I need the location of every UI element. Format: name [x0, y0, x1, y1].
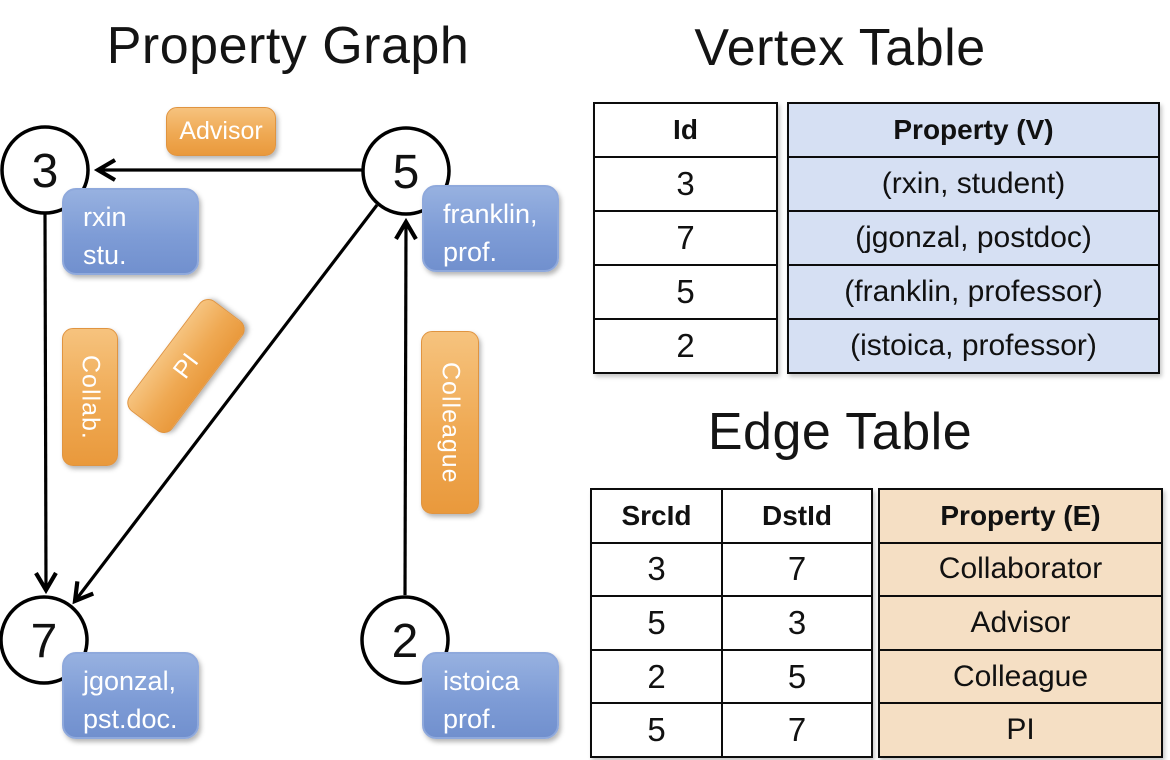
edge-table-dstid-cell: 5 [723, 648, 871, 703]
edge-label-collab: Collab. [62, 328, 118, 466]
vertex-node-5-id: 5 [393, 146, 420, 199]
vertex-table-property-cell: (istoica, professor) [789, 318, 1158, 372]
vertex-table-title: Vertex Table [694, 19, 986, 77]
edge-table-dstid-cell: 3 [723, 595, 871, 649]
vertex-label-line: stu. [83, 240, 127, 270]
edge-table-title: Edge Table [707, 403, 973, 461]
vertex-label-line: rxin [83, 202, 127, 232]
vertex-node-2-id: 2 [392, 615, 419, 668]
vertex-table-property-column: Property (V) (rxin, student) (jgonzal, p… [787, 102, 1160, 374]
edge-label-text: Collab. [76, 354, 105, 440]
edge-table-id-columns: SrcId 3 5 2 5 DstId 7 3 5 7 [590, 488, 873, 758]
edge-table-dstid-cell: 7 [723, 702, 871, 756]
edge-colleague-arrow [394, 217, 418, 596]
edge-table-property-cell: Advisor [880, 595, 1161, 649]
edge-table-srcid-cell: 3 [592, 541, 721, 596]
vertex-table-header-property: Property (V) [893, 114, 1054, 145]
vertex-label-franklin: franklin, prof. [422, 185, 559, 272]
edge-table-srcid-column: SrcId 3 5 2 5 [592, 490, 721, 756]
vertex-table-id-cell: 7 [595, 210, 776, 264]
vertex-label-jgonzal: jgonzal, pst.doc. [62, 652, 199, 739]
vertex-label-line: franklin, [443, 199, 538, 229]
vertex-label-line: prof. [443, 237, 498, 267]
edge-table-header-property: Property (E) [940, 499, 1101, 531]
edge-collaborator-arrow [34, 213, 58, 595]
vertex-label-line: pst.doc. [83, 704, 178, 734]
edge-table-dstid-cell: 7 [723, 541, 871, 596]
edge-table-srcid-cell: 5 [592, 702, 721, 756]
edge-table-srcid-cell: 5 [592, 595, 721, 649]
edge-pi-arrow [72, 204, 379, 605]
vertex-label-rxin: rxin stu. [62, 188, 199, 275]
vertex-label-line: prof. [443, 704, 498, 734]
edge-label-text: PI [167, 347, 204, 384]
vertex-table-property-cell: (franklin, professor) [789, 264, 1158, 318]
vertex-label-line: jgonzal, [83, 666, 177, 696]
vertex-table-property-cell: (rxin, student) [789, 156, 1158, 210]
edge-label-text: Advisor [179, 117, 263, 145]
property-graph-title: Property Graph [106, 17, 470, 75]
vertex-table-id-cell: 3 [595, 156, 776, 210]
vertex-table-id-cell: 5 [595, 264, 776, 318]
vertex-label-line: istoica [443, 666, 520, 696]
edge-table-property-cell: PI [880, 702, 1161, 756]
edge-table-property-column: Property (E) Collaborator Advisor Collea… [878, 488, 1163, 758]
edge-table-srcid-cell: 2 [592, 648, 721, 703]
vertex-table-property-cell: (jgonzal, postdoc) [789, 210, 1158, 264]
edge-table-dstid-column: DstId 7 3 5 7 [721, 490, 871, 756]
vertex-table-header-id: Id [673, 114, 698, 145]
edge-table-property-cell: Colleague [880, 648, 1161, 703]
edge-table-property-cell: Collaborator [880, 541, 1161, 596]
vertex-label-istoica: istoica prof. [422, 652, 559, 739]
vertex-node-7-id: 7 [31, 615, 58, 668]
vertex-node-3-id: 3 [32, 145, 59, 198]
edge-table-header-srcid: SrcId [621, 499, 692, 531]
edge-label-text: Colleague [436, 361, 465, 484]
vertex-table-id-cell: 2 [595, 318, 776, 372]
edge-label-advisor: Advisor [166, 107, 276, 156]
edge-table-header-dstid: DstId [762, 499, 832, 531]
edge-label-colleague: Colleague [421, 331, 479, 514]
vertex-table-id-column: Id 3 7 5 2 [593, 102, 778, 374]
